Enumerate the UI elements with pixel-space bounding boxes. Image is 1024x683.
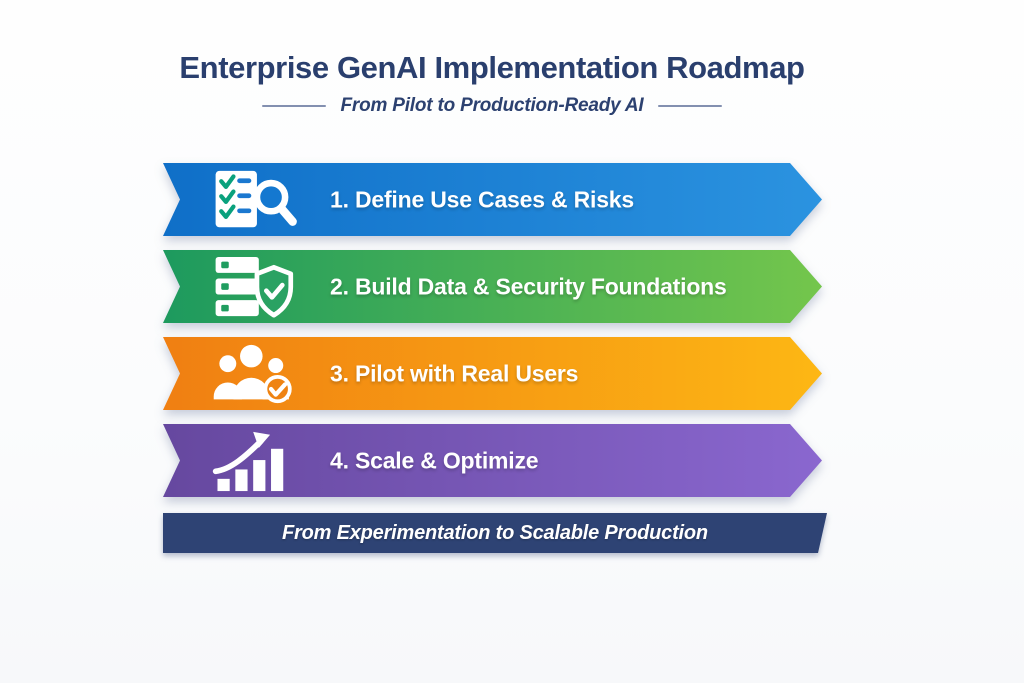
step-label: 2. Build Data & Security Foundations: [330, 273, 727, 299]
page-title: Enterprise GenAI Implementation Roadmap: [179, 50, 805, 85]
users-check-icon: [211, 343, 301, 405]
step-banner-pilot-users: 3. Pilot with Real Users: [163, 337, 822, 410]
subtitle-dash-right: [657, 105, 722, 107]
step-wrap-4: 4. Scale & Optimize: [163, 424, 822, 497]
footer-banner: From Experimentation to Scalable Product…: [163, 513, 827, 553]
subtitle-dash-left: [262, 105, 327, 107]
subtitle-row: From Pilot to Production-Ready AI: [0, 95, 984, 117]
step-banner-scale-optimize: 4. Scale & Optimize: [163, 424, 822, 497]
step-wrap-1: 1. Define Use Cases & Risks: [163, 163, 822, 236]
step-banner-data-security: 2. Build Data & Security Foundations: [163, 250, 822, 323]
footer-wrap: From Experimentation to Scalable Product…: [163, 513, 827, 553]
header: Enterprise GenAI Implementation Roadmap …: [0, 50, 984, 117]
step-wrap-3: 3. Pilot with Real Users: [163, 337, 822, 410]
step-label: 3. Pilot with Real Users: [330, 360, 579, 386]
step-label: 4. Scale & Optimize: [330, 447, 539, 473]
server-shield-icon: [211, 256, 301, 318]
step-label: 1. Define Use Cases & Risks: [330, 186, 634, 212]
roadmap-steps: 1. Define Use Cases & Risks: [163, 163, 822, 511]
checklist-search-icon: [211, 169, 301, 231]
step-banner-define-use-cases: 1. Define Use Cases & Risks: [163, 163, 822, 236]
page-subtitle: From Pilot to Production-Ready AI: [340, 95, 644, 116]
footer-label: From Experimentation to Scalable Product…: [282, 521, 708, 544]
growth-chart-icon: [211, 430, 301, 492]
step-wrap-2: 2. Build Data & Security Foundations: [163, 250, 822, 323]
